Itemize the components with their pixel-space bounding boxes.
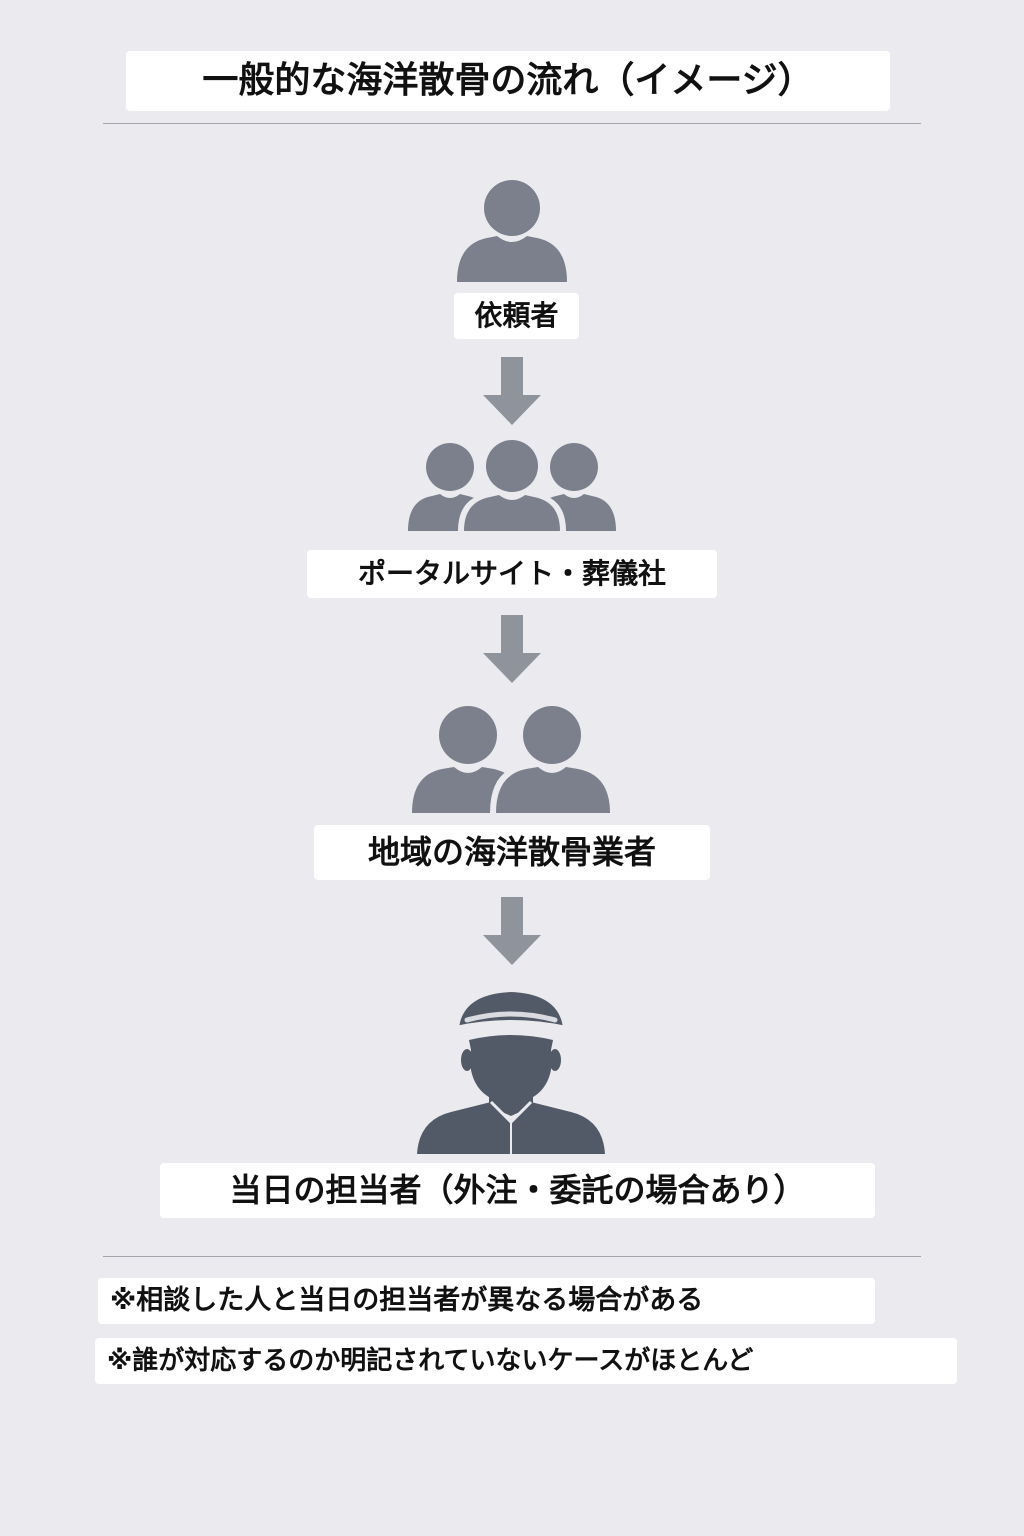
group-of-three-people-icon bbox=[408, 438, 616, 531]
step-local-operator-label: 地域の海洋散骨業者 bbox=[314, 825, 710, 880]
top-divider bbox=[103, 123, 921, 124]
captain-with-cap-icon bbox=[417, 992, 605, 1154]
note-item: ※相談した人と当日の担当者が異なる場合がある bbox=[98, 1278, 875, 1324]
arrow-down-icon bbox=[483, 615, 541, 683]
page-title: 一般的な海洋散骨の流れ（イメージ） bbox=[126, 51, 890, 111]
single-person-icon bbox=[457, 180, 567, 282]
two-people-icon bbox=[412, 703, 614, 813]
bottom-divider bbox=[103, 1256, 921, 1257]
step-portal-label: ポータルサイト・葬儀社 bbox=[307, 550, 717, 598]
step-requester-label: 依頼者 bbox=[454, 293, 579, 339]
step-day-staff-label: 当日の担当者（外注・委託の場合あり） bbox=[160, 1163, 875, 1218]
arrow-down-icon bbox=[483, 897, 541, 965]
arrow-down-icon bbox=[483, 357, 541, 425]
note-item: ※誰が対応するのか明記されていないケースがほとんど bbox=[95, 1338, 957, 1384]
